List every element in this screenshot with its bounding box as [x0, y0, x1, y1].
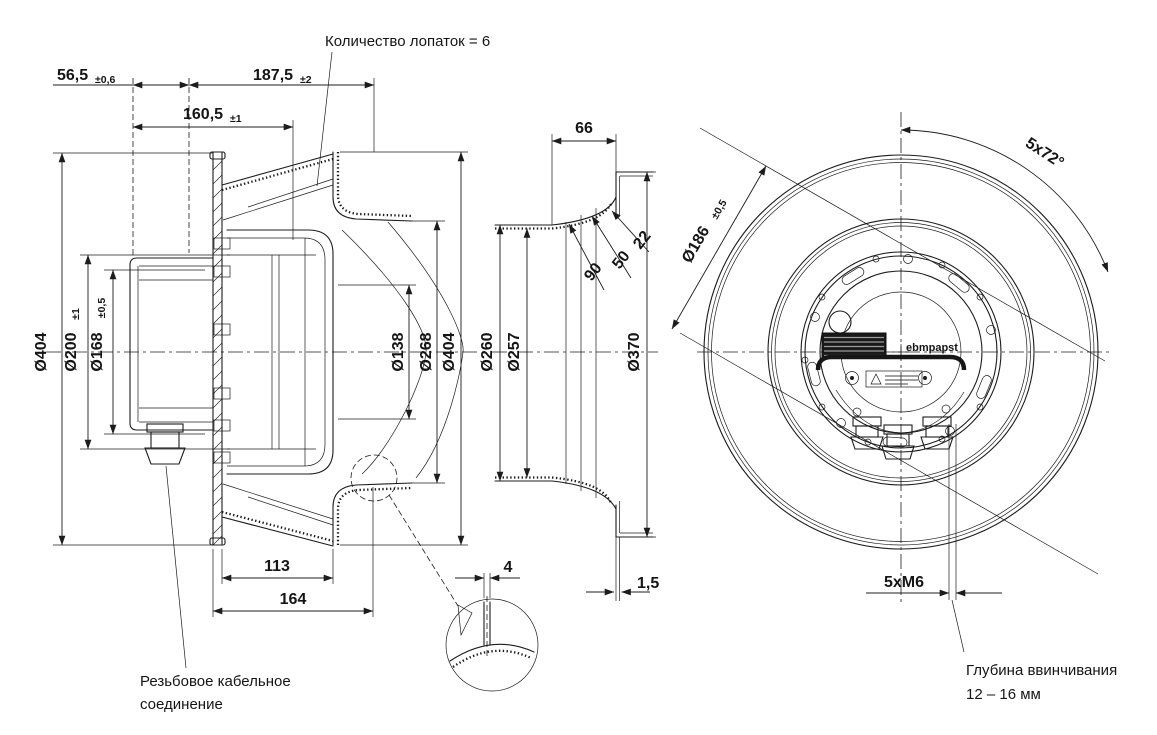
blade-count-note: Количество лопаток = 6 [325, 33, 490, 50]
dim-56-5-tolerance: ±0,6 [95, 74, 116, 86]
dimension-lines-section [496, 134, 656, 601]
plate-bolts [213, 237, 231, 464]
dim-268-label: Ø268 [418, 332, 435, 371]
screw-depth-note-line2: 12 – 16 мм [966, 686, 1041, 703]
motor-housing [129, 257, 214, 431]
front-view: ebmpapst 5x72° Ø186 ±0,5 5xM6 Глубина вв… [671, 112, 1117, 703]
detail-view-blade-edge [445, 596, 539, 692]
dim-66-label: 66 [575, 120, 593, 137]
dimension-lines-front [671, 126, 1109, 653]
dim-50-label: 50 [609, 248, 633, 273]
dim-1-5-label: 1,5 [637, 575, 659, 592]
dim-113-label: 113 [264, 558, 290, 575]
warning-label [865, 370, 923, 388]
terminal-screws [845, 371, 932, 385]
rotor-hub [226, 229, 334, 475]
blade-count-leader [316, 51, 333, 187]
warning-triangle-icon [870, 373, 882, 385]
dim-257-label: Ø257 [506, 332, 523, 371]
dim-5xm6-label: 5xM6 [884, 574, 924, 591]
dim-4-label: 4 [504, 559, 513, 576]
detail-marker [350, 454, 459, 607]
dim-168-tolerance: ±0,5 [96, 298, 108, 319]
dim-160-5-label: 160,5 [183, 106, 223, 123]
dim-260-label: Ø260 [479, 332, 496, 371]
dim-90-label: 90 [581, 260, 605, 285]
side-view: 56,5 ±0,6 187,5 ±2 160,5 ±1 Ø404 Ø200 ±1… [33, 33, 539, 713]
dim-168-label: Ø168 [89, 332, 106, 371]
dim-187-5-label: 187,5 [253, 67, 293, 84]
dim-56-5-label: 56,5 [57, 67, 88, 84]
dim-160-5-tolerance: ±1 [230, 113, 242, 125]
dim-186-tolerance: ±0,5 [709, 198, 730, 222]
hole-pattern-arc [900, 126, 1109, 273]
dim-5x72-label: 5x72° [1022, 135, 1066, 172]
dim-200-label: Ø200 [63, 332, 80, 371]
cable-gland-leader [165, 465, 187, 669]
dim-187-5-tolerance: ±2 [300, 74, 312, 86]
screw-depth-note-line1: Глубина ввинчивания [966, 662, 1117, 679]
dim-404-right-label: Ø404 [441, 332, 458, 371]
dim-200-tolerance: ±1 [70, 308, 82, 320]
dim-370-label: Ø370 [626, 332, 643, 371]
mounting-plate [209, 151, 231, 546]
screw-depth-leader [951, 599, 965, 653]
plate-section-hatch [212, 160, 223, 546]
dimension-lines-side [53, 51, 520, 669]
front-cable-glands [850, 416, 954, 460]
impeller-blades [221, 153, 464, 547]
cable-gland-note-line2: соединение [140, 696, 223, 713]
cable-gland [144, 423, 186, 465]
dim-404-left-label: Ø404 [33, 332, 50, 371]
hub-slots [807, 267, 992, 448]
dim-186-label: Ø186 [679, 223, 713, 265]
cable-gland-note-line1: Резьбовое кабельное [140, 673, 291, 690]
dim-22-label: 22 [630, 228, 654, 253]
hub-logo: ebmpapst [906, 342, 958, 354]
dim-164-label: 164 [280, 591, 307, 608]
inlet-ring-section: 66 Ø260 Ø257 Ø370 1,5 22 50 90 [479, 120, 659, 601]
terminal-bar [815, 354, 967, 371]
heatsink [821, 332, 887, 359]
dim-138-label: Ø138 [390, 332, 407, 371]
balance-hole [828, 310, 852, 334]
